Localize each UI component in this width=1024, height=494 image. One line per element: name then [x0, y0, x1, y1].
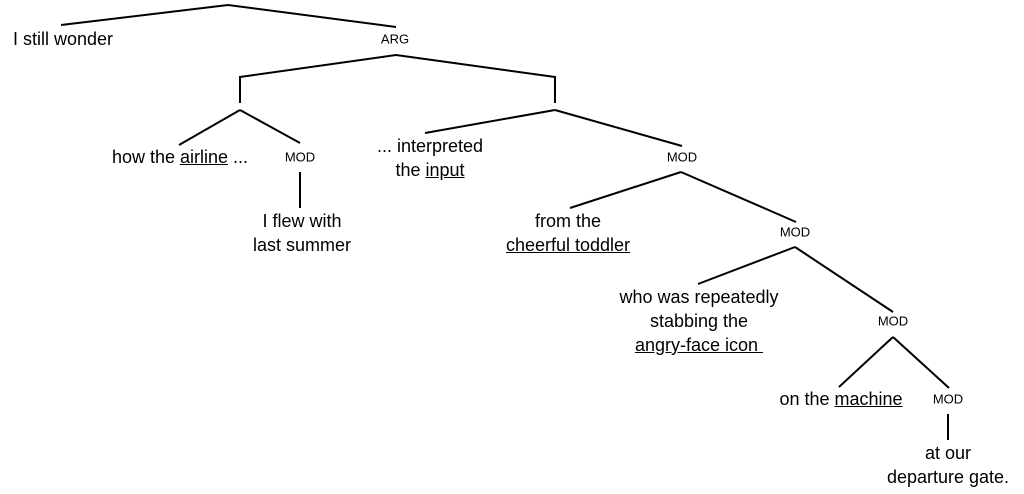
- node-label-arg: ARG: [380, 31, 410, 47]
- edge: [554, 109, 683, 147]
- phrase-who-was-stabbing: who was repeatedly stabbing the angry-face…: [619, 285, 778, 357]
- edge: [178, 109, 241, 146]
- node-label-mod: MOD: [877, 313, 909, 329]
- head-word: machine: [834, 389, 903, 409]
- text: who was repeatedly: [619, 287, 779, 307]
- text: last summer: [252, 235, 352, 255]
- edge: [395, 54, 556, 78]
- text: the: [395, 160, 426, 180]
- node-label-mod: MOD: [284, 149, 316, 165]
- edge: [424, 109, 556, 134]
- text: on the: [779, 389, 835, 409]
- head-word: airline: [180, 147, 229, 167]
- edge: [569, 171, 682, 209]
- edge: [239, 109, 301, 144]
- node-label-mod: MOD: [666, 149, 698, 165]
- text: departure gate.: [886, 467, 1010, 487]
- edge: [838, 336, 894, 388]
- phrase-interpreted: ... interpreted the input: [377, 134, 483, 182]
- head-word: angry-face icon: [634, 335, 764, 355]
- text: from the: [534, 211, 602, 231]
- text: at our: [924, 443, 972, 463]
- text: I flew with: [262, 211, 342, 231]
- edge: [697, 246, 796, 285]
- text: ...: [228, 147, 249, 167]
- edge: [227, 4, 397, 28]
- edge: [892, 336, 950, 389]
- text: ... interpreted: [376, 136, 484, 156]
- head-word: cheerful toddler: [505, 235, 631, 255]
- phrase-from-the-toddler: from the cheerful toddler: [506, 209, 630, 257]
- edge: [680, 171, 797, 223]
- phrase-i-still-wonder: I still wonder: [12, 29, 114, 49]
- text: how the: [111, 147, 180, 167]
- edge: [239, 54, 397, 78]
- phrase-i-flew-with: I flew with last summer: [253, 209, 351, 257]
- edge: [60, 4, 229, 26]
- head-word: input: [425, 160, 465, 180]
- node-label-mod: MOD: [779, 224, 811, 240]
- text: stabbing the: [649, 311, 749, 331]
- edge: [794, 246, 894, 313]
- phrase-how-the-airline: how the airline ...: [112, 145, 248, 169]
- phrase-at-our-gate: at our departure gate.: [887, 441, 1009, 489]
- phrase-on-the-machine: on the machine: [779, 387, 902, 411]
- node-label-mod: MOD: [932, 391, 964, 407]
